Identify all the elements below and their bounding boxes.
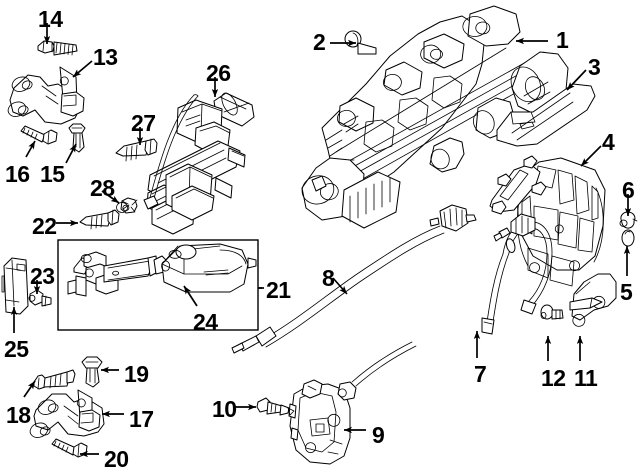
- callout-number-16[interactable]: 16: [5, 161, 30, 187]
- callout-leader-24: [183, 285, 198, 307]
- callout-number-17[interactable]: 17: [129, 406, 154, 432]
- part-5-lock-cap-plug: [621, 229, 635, 247]
- part-1-door-module-carrier-assembly: [301, 5, 569, 229]
- part-9-rear-door-lock-latch-assembly: [288, 341, 417, 465]
- part-18-lower-hinge-bolt: [33, 369, 76, 390]
- callout-number-18[interactable]: 18: [6, 402, 31, 428]
- part-28-flange-nut: [116, 197, 138, 214]
- part-14-upper-hinge-bolt: [37, 40, 78, 56]
- part-24-door-check-arm-housing: [161, 243, 257, 293]
- callout-number-15[interactable]: 15: [40, 161, 65, 187]
- callout-number-11[interactable]: 11: [574, 365, 598, 391]
- callout-number-9[interactable]: 9: [372, 422, 385, 448]
- part-16-hinge-mounting-bolt: [20, 125, 58, 145]
- callout-number-20[interactable]: 20: [104, 446, 129, 472]
- callout-number-21[interactable]: 21: [266, 277, 291, 303]
- part-13-upper-door-hinge: [7, 66, 85, 125]
- part-8-outside-handle-release-cable: [231, 204, 477, 354]
- callout-leader-8: [332, 277, 348, 295]
- part-10-cable-end-fitting: [256, 397, 295, 416]
- callout-number-10[interactable]: 10: [212, 396, 237, 422]
- part-12-striker-bolt: [540, 304, 564, 320]
- callout-number-28[interactable]: 28: [90, 175, 115, 201]
- callout-number-25[interactable]: 25: [4, 336, 29, 362]
- part-25-door-control-module: [1, 257, 29, 315]
- callout-leader-13: [72, 60, 93, 78]
- callout-number-19[interactable]: 19: [124, 361, 149, 387]
- part-6-lock-grommet: [619, 211, 638, 229]
- callout-number-3[interactable]: 3: [588, 54, 601, 80]
- door-check-arm: [67, 251, 167, 297]
- callout-number-22[interactable]: 22: [32, 213, 57, 239]
- part-26-window-regulator-motor-assembly: [143, 92, 255, 235]
- callout-number-24[interactable]: 24: [193, 309, 218, 335]
- callout-number-23[interactable]: 23: [30, 263, 55, 289]
- callout-leader-16: [25, 140, 36, 158]
- callout-number-26[interactable]: 26: [206, 60, 231, 86]
- callout-number-5[interactable]: 5: [620, 279, 633, 305]
- callout-leader-18: [23, 380, 36, 398]
- callout-number-1[interactable]: 1: [556, 27, 569, 53]
- part-3-exterior-door-handle-cover: [496, 83, 596, 147]
- part-7-inside-handle-release-cable: [481, 213, 553, 335]
- callout-number-6[interactable]: 6: [622, 177, 635, 203]
- callout-leader-3: [566, 69, 587, 91]
- callout-number-13[interactable]: 13: [93, 44, 118, 70]
- part-17-lower-door-hinge: [29, 389, 105, 438]
- callout-leader-28: [101, 190, 120, 204]
- callout-leader-15: [65, 143, 77, 164]
- callout-number-14[interactable]: 14: [38, 6, 63, 32]
- callout-number-7[interactable]: 7: [474, 361, 487, 387]
- callout-number-27[interactable]: 27: [131, 110, 156, 136]
- part-19-lower-hinge-push-pin: [81, 356, 103, 388]
- part-22-regulator-mounting-bolt: [79, 209, 120, 230]
- callout-number-8[interactable]: 8: [322, 265, 335, 291]
- group-box-21: [57, 239, 259, 331]
- callout-number-4[interactable]: 4: [602, 129, 615, 155]
- latch-striker-bracket: [489, 155, 547, 215]
- part-11-door-lock-striker: [569, 273, 617, 327]
- callout-number-12[interactable]: 12: [541, 365, 566, 391]
- callout-number-2[interactable]: 2: [313, 29, 326, 55]
- callout-leader-4: [580, 145, 602, 167]
